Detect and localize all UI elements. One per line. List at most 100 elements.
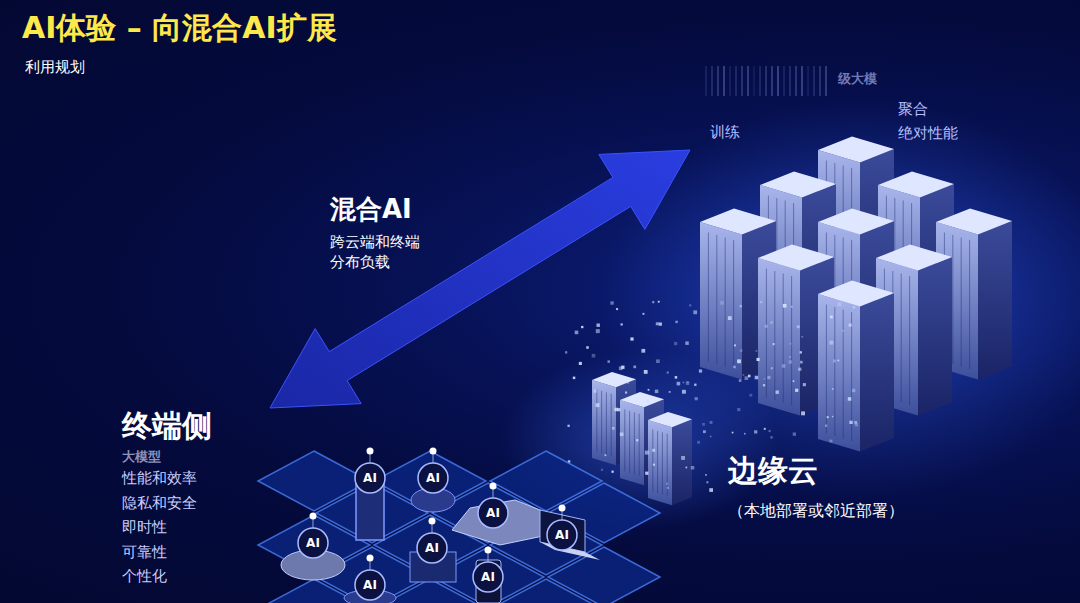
data-particle	[764, 428, 766, 430]
server-side	[672, 419, 692, 505]
server-stripe	[909, 276, 910, 405]
data-particle	[612, 427, 615, 430]
ai-badge: AI	[418, 470, 448, 486]
data-particle	[581, 326, 583, 328]
light-streak	[759, 66, 761, 96]
data-particle	[832, 416, 834, 418]
ai-bubble	[355, 570, 385, 600]
signal-dot	[429, 518, 436, 525]
ai-badge: AI	[478, 505, 508, 521]
page-title: AI体验 – 向混合AI扩展	[22, 8, 337, 49]
server-rack	[818, 280, 894, 451]
data-particle	[706, 481, 708, 483]
data-particle	[767, 376, 770, 379]
data-particle	[740, 305, 742, 307]
server-stripe	[662, 432, 663, 494]
server-front	[648, 420, 672, 505]
server-top	[620, 392, 664, 407]
node-text: 大模型	[122, 448, 302, 466]
light-streak	[801, 66, 803, 96]
server-stripe	[826, 305, 827, 434]
server-stripe	[716, 235, 717, 364]
data-particle	[641, 349, 645, 353]
data-particle	[773, 343, 775, 345]
data-particle	[658, 301, 660, 303]
light-streak	[783, 66, 785, 96]
data-particle	[827, 416, 829, 418]
data-particle	[764, 378, 766, 380]
node-heading: 训练	[710, 123, 740, 142]
server-top	[758, 244, 834, 270]
data-particle	[610, 301, 613, 304]
node-text: 隐私和安全	[122, 491, 302, 516]
data-particle	[837, 302, 841, 306]
ai-bubble	[547, 520, 577, 550]
data-particle	[745, 376, 749, 380]
data-particle	[659, 323, 662, 326]
data-particle	[645, 472, 648, 475]
server-top	[936, 208, 1012, 234]
server-front	[700, 222, 742, 380]
data-particle	[667, 487, 669, 489]
data-particle	[616, 308, 618, 310]
data-particle	[621, 366, 624, 369]
ai-badge: AI	[298, 535, 328, 551]
data-particle	[573, 377, 576, 380]
data-particle	[749, 394, 752, 397]
ai-bubble	[298, 528, 328, 558]
data-particle	[709, 488, 713, 492]
server-stripe	[634, 412, 635, 474]
data-particle	[627, 382, 629, 384]
note-label: 跨云端和终端 分布负载	[330, 232, 430, 272]
platform-tile	[490, 579, 602, 603]
server-rack	[648, 412, 692, 505]
server-front	[818, 294, 860, 452]
data-particle	[575, 331, 579, 335]
data-particle	[586, 346, 589, 349]
light-streak	[753, 66, 755, 96]
data-particle	[832, 388, 834, 390]
light-streak	[771, 66, 773, 96]
light-streak	[795, 66, 797, 96]
data-particle	[733, 366, 736, 369]
light-streak	[729, 66, 731, 96]
server-stripe	[667, 434, 668, 496]
server-top	[818, 136, 894, 162]
ai-badge: AI	[547, 527, 577, 543]
node-heading: 终端侧	[122, 408, 302, 444]
data-particle	[798, 368, 801, 371]
data-particle	[646, 400, 649, 403]
server-stripe	[783, 274, 784, 403]
light-streak	[813, 66, 815, 96]
server-top	[592, 372, 636, 387]
note-label: 级大模	[838, 70, 877, 88]
data-particle	[797, 325, 800, 328]
data-particle	[608, 360, 610, 362]
data-particle	[668, 423, 671, 426]
node-text: 个性化	[122, 564, 302, 589]
server-stripe	[969, 240, 970, 369]
server-top	[648, 412, 692, 427]
server-stripe	[834, 307, 835, 436]
data-particle	[694, 384, 696, 386]
data-particle	[720, 301, 724, 305]
data-particle	[789, 360, 792, 363]
data-particle	[695, 397, 698, 400]
server-stripe	[611, 394, 612, 456]
light-streak	[735, 66, 737, 96]
server-stripe	[708, 233, 709, 362]
light-streak	[747, 66, 749, 96]
data-particle	[710, 421, 713, 424]
light-streak	[717, 66, 719, 96]
ai-badge: AI	[473, 569, 503, 585]
data-particle	[674, 342, 677, 345]
group-box: 边缘云（本地部署或邻近部署）	[728, 452, 904, 522]
data-particle	[682, 390, 686, 394]
data-particle	[737, 359, 741, 363]
node-text: 可靠性	[122, 540, 302, 565]
data-particle	[801, 336, 803, 338]
data-particle	[789, 356, 791, 358]
data-particle	[699, 369, 702, 372]
data-particle	[795, 389, 798, 392]
data-particle	[643, 313, 645, 315]
